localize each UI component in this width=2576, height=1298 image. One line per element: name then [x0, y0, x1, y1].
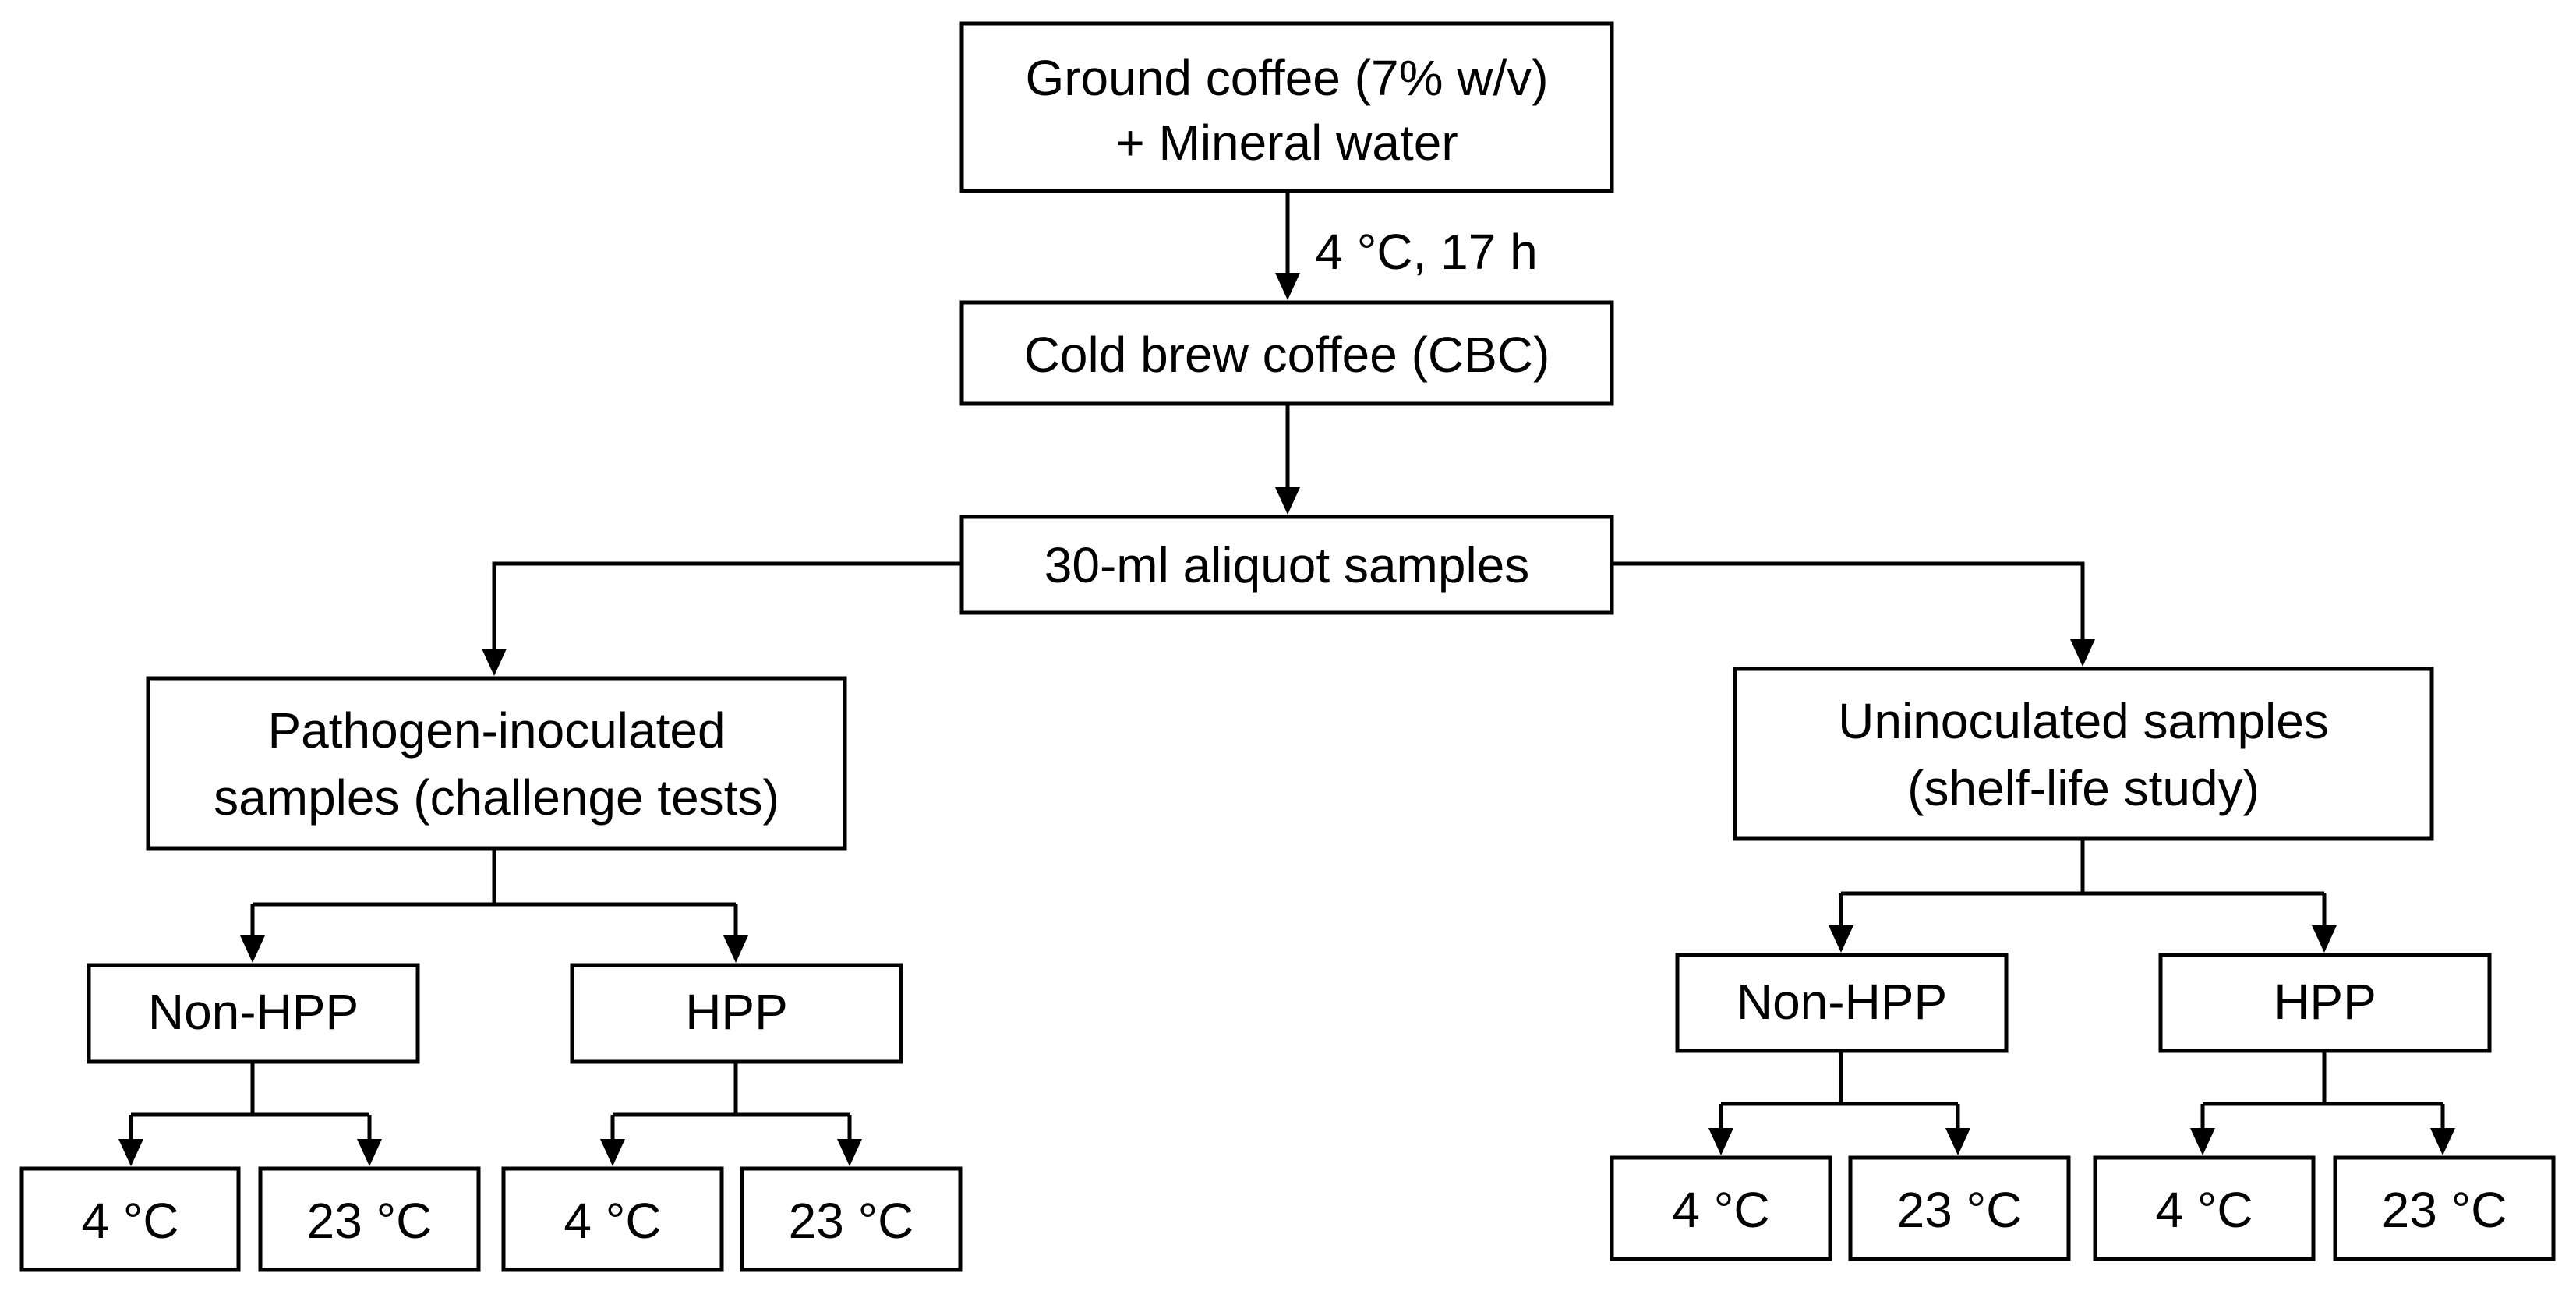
inoc-non-hpp-4c-box: 4 °C [19, 1166, 241, 1272]
node-line: Cold brew coffee (CBC) [1024, 327, 1550, 383]
arrowhead-icon [357, 1139, 382, 1166]
node-line: samples (challenge tests) [214, 769, 779, 826]
uninoc-hpp-23c-box: 23 °C [2333, 1155, 2556, 1261]
uninoc-non-hpp-23c-box: 23 °C [1848, 1155, 2071, 1261]
arrowhead-icon [240, 935, 265, 963]
uninoculated-box: Uninoculated samples (shelf-life study) [1733, 667, 2434, 841]
arrowhead-icon [1945, 1128, 1970, 1155]
node-line: 4 °C [2155, 1182, 2253, 1238]
node-line: HPP [2274, 974, 2376, 1030]
arrowhead-icon [482, 649, 507, 676]
arrowhead-icon [1275, 273, 1300, 300]
edge-aliquot-to-uninoculated [1612, 561, 2085, 643]
inoc-hpp-box: HPP [570, 963, 903, 1064]
node-line: 23 °C [1897, 1182, 2023, 1238]
brew-condition-label: 4 °C, 17 h [1315, 224, 1537, 280]
node-line: Ground coffee (7% w/v) [1025, 50, 1548, 106]
node-line: HPP [685, 984, 788, 1040]
inoc-hpp-23c-box: 23 °C [740, 1166, 963, 1272]
arrowhead-icon [118, 1139, 143, 1166]
inoculated-box: Pathogen-inoculated samples (challenge t… [146, 676, 847, 851]
arrowhead-icon [2070, 639, 2095, 667]
arrowheads [118, 273, 2455, 1166]
uninoc-hpp-box: HPP [2158, 953, 2492, 1053]
aliquot-box: 30-ml aliquot samples [959, 515, 1614, 615]
node-line: (shelf-life study) [1907, 760, 2260, 816]
uninoc-non-hpp-box: Non-HPP [1675, 953, 2009, 1053]
node-line: + Mineral water [1115, 115, 1458, 171]
node-line: Non-HPP [1737, 974, 1947, 1030]
node-line: 4 °C [1672, 1182, 1769, 1238]
inoc-hpp-4c-box: 4 °C [501, 1166, 724, 1272]
arrowhead-icon [837, 1139, 862, 1166]
node-line: 4 °C [564, 1193, 661, 1249]
node-line: Uninoculated samples [1838, 693, 2329, 749]
arrowhead-icon [1275, 487, 1300, 515]
node-line: Pathogen-inoculated [267, 702, 725, 759]
node-line: 4 °C [81, 1193, 178, 1249]
node-line: 23 °C [2382, 1182, 2507, 1238]
uninoc-hpp-4c-box: 4 °C [2093, 1155, 2316, 1261]
node-line: 23 °C [307, 1193, 433, 1249]
cold-brew-box: Cold brew coffee (CBC) [959, 300, 1614, 406]
arrowhead-icon [2430, 1128, 2455, 1155]
arrowhead-icon [2312, 925, 2337, 953]
inoc-non-hpp-box: Non-HPP [87, 963, 420, 1064]
arrowhead-icon [2190, 1128, 2215, 1155]
inoc-non-hpp-23c-box: 23 °C [258, 1166, 481, 1272]
arrowhead-icon [1829, 925, 1853, 953]
node-line: 30-ml aliquot samples [1044, 537, 1530, 593]
node-line: 23 °C [789, 1193, 914, 1249]
edge-aliquot-to-inoculated [492, 561, 962, 653]
ground-coffee-box: Ground coffee (7% w/v) + Mineral water [959, 21, 1614, 193]
node-line: Non-HPP [148, 984, 359, 1040]
arrowhead-icon [600, 1139, 625, 1166]
uninoc-non-hpp-4c-box: 4 °C [1610, 1155, 1832, 1261]
arrowhead-icon [723, 935, 748, 963]
connectors [129, 191, 2445, 1143]
arrowhead-icon [1708, 1128, 1733, 1155]
